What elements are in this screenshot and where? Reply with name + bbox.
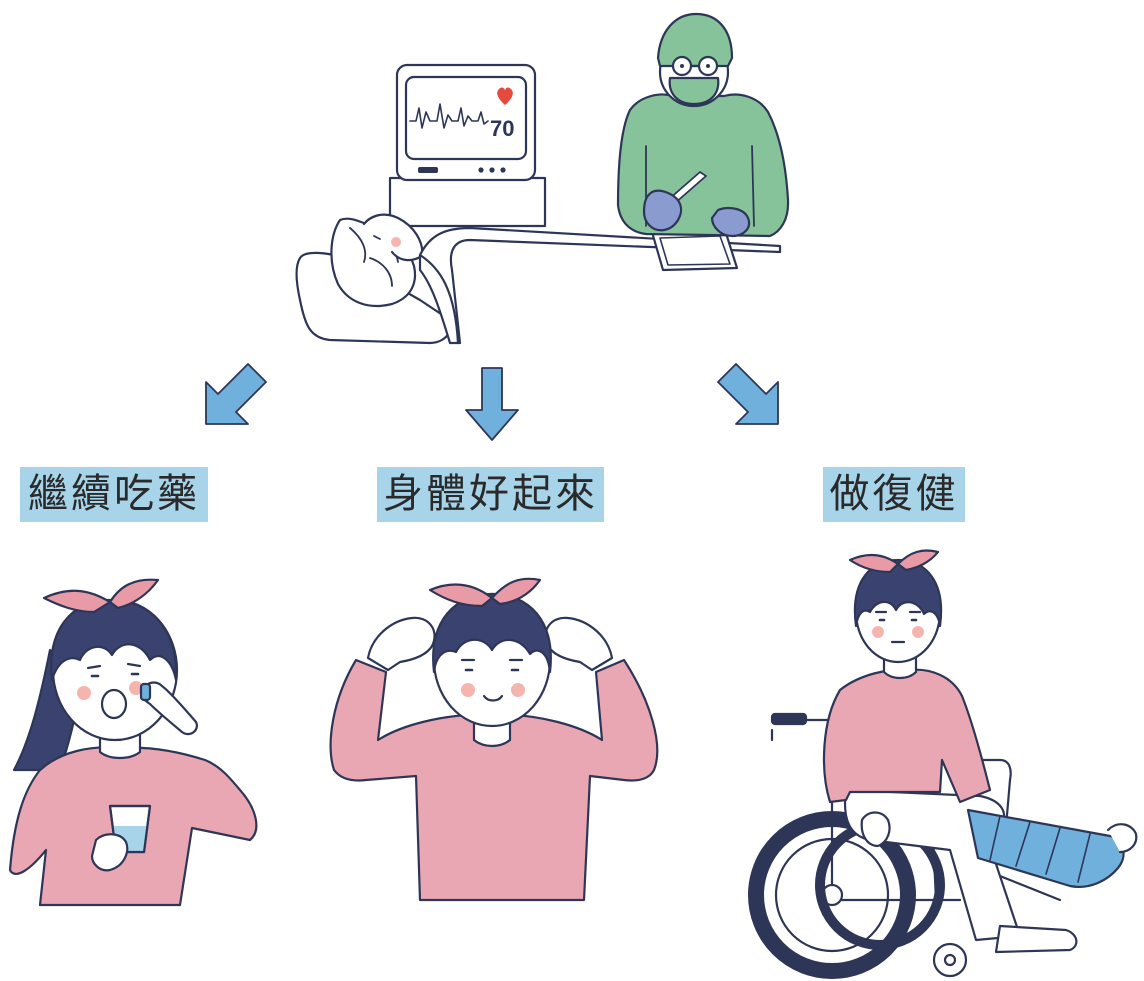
girl2-right-fist bbox=[545, 618, 612, 670]
girl-in-wheelchair bbox=[756, 551, 1136, 977]
girl2-left-fist bbox=[368, 618, 435, 670]
arrows bbox=[206, 364, 778, 440]
girl-taking-medicine bbox=[10, 580, 256, 905]
surgeon-mask bbox=[670, 78, 719, 104]
outcome-label-rehabilitation: 做復健 bbox=[823, 467, 965, 522]
arrow-down-icon bbox=[466, 368, 518, 440]
outcome-label-keep-taking-medicine: 繼續吃藥 bbox=[20, 467, 208, 522]
arrow-down-left-icon bbox=[206, 364, 266, 424]
monitor-stand bbox=[390, 178, 545, 226]
surgeon-left-glove bbox=[644, 191, 681, 231]
girl-flexing bbox=[331, 579, 658, 900]
surgeon bbox=[618, 14, 788, 236]
heart-rate-value: 70 bbox=[490, 116, 514, 141]
girl3-shirt bbox=[824, 670, 990, 802]
arrow-down-right-icon bbox=[718, 364, 778, 424]
surgery-scene: 70 bbox=[297, 14, 788, 343]
outcome-label-get-better: 身體好起來 bbox=[377, 467, 604, 522]
surgeon-cap bbox=[658, 14, 732, 66]
